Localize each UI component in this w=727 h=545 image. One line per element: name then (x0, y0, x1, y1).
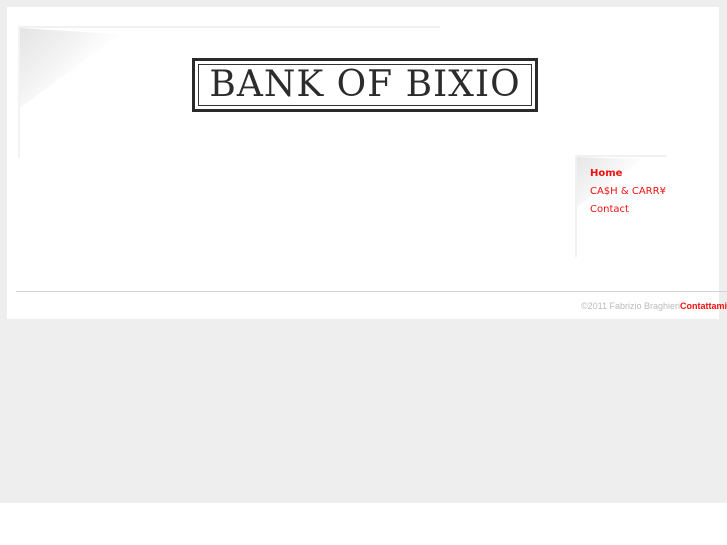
footer-contact-link[interactable]: Contattami (680, 301, 727, 311)
header-paper-frame (18, 26, 440, 158)
site-logo[interactable]: BANK OF BIXIO (192, 58, 538, 112)
page-container: BANK OF BIXIO Home CA$H & CARR¥ Contact (7, 7, 719, 319)
main-nav: Home CA$H & CARR¥ Contact (590, 167, 666, 221)
footer: ©2011 Fabrizio BraghieriContattami (581, 301, 727, 311)
nav-item-cash-and-carry[interactable]: CA$H & CARR¥ (590, 186, 666, 197)
nav-item-home[interactable]: Home (590, 168, 623, 179)
nav-item-contact[interactable]: Contact (590, 204, 629, 215)
footer-divider (16, 291, 727, 292)
logo-text: BANK OF BIXIO (198, 64, 532, 106)
copyright-text: ©2011 Fabrizio Braghieri (580, 301, 680, 311)
menu-paper-frame (575, 155, 667, 257)
